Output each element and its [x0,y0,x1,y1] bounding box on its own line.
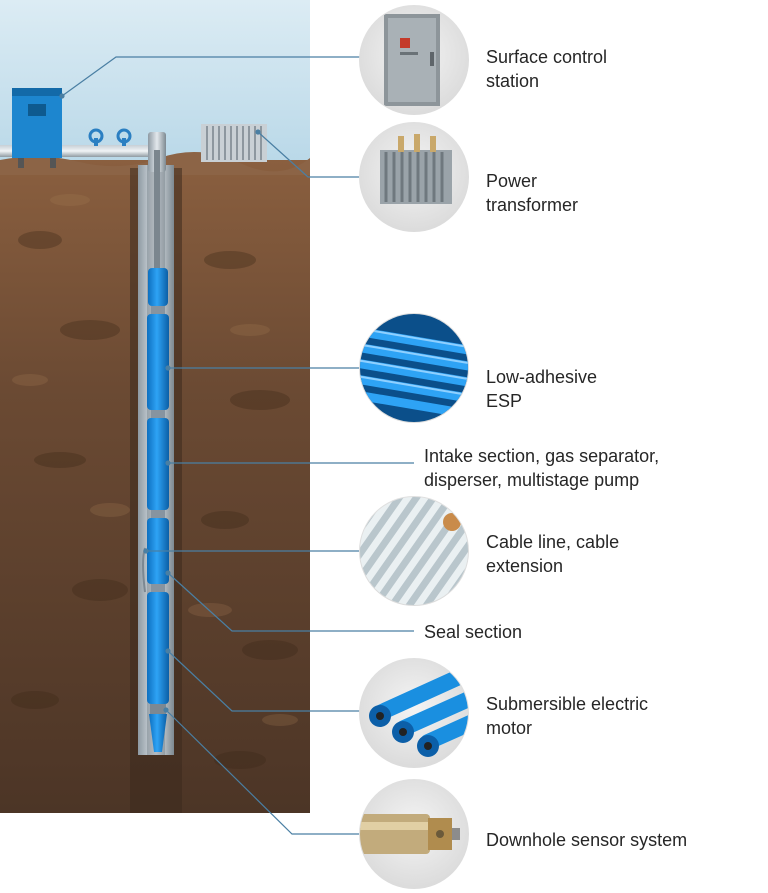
label-power-transformer: Power transformer [486,169,578,217]
label-line: Intake section, gas separator, [424,446,660,466]
control-cabinet [12,88,62,168]
label-line: Cable line, cable [486,532,620,552]
blue-pipes-icon [359,313,469,423]
label-line: disperser, multistage pump [424,470,640,490]
label-line: extension [486,556,564,576]
sensor-unit-icon [359,779,469,889]
label-line: Low-adhesive [486,367,598,387]
label-line: transformer [486,195,579,215]
label-line: station [486,71,540,91]
label-cable-line: Cable line, cable extension [486,530,619,578]
label-line: motor [486,718,533,738]
label-low-adhesive-esp: Low-adhesive ESP [486,365,597,413]
label-submersible-motor: Submersible electric motor [486,692,648,740]
label-surface-control-station: Surface control station [486,45,607,93]
label-intake-section: Intake section, gas separator, disperser… [424,444,659,492]
label-line: Seal section [424,622,523,642]
leader-lines [59,56,414,835]
transformer-icon [359,122,469,232]
label-downhole-sensor: Downhole sensor system [486,828,687,852]
blue-motors-icon [359,658,469,768]
armored-cable-icon [359,496,469,606]
label-line: Surface control [486,47,608,67]
control-cabinet-icon [359,5,469,115]
label-line: Power [486,171,538,191]
label-line: ESP [486,391,523,411]
label-seal-section: Seal section [424,620,522,644]
transformer [201,124,267,162]
label-line: Submersible electric [486,694,649,714]
label-line: Downhole sensor system [486,830,688,850]
